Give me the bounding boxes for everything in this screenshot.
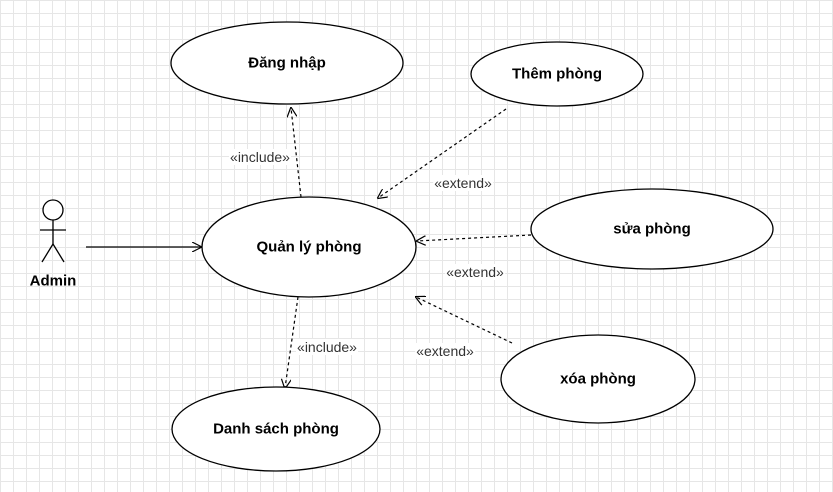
use-case-them-phong[interactable] [470,41,644,107]
extend-edge-sua [417,234,532,241]
actor-label: Admin [29,272,77,290]
use-case-xoa-phong[interactable] [500,334,696,424]
use-case-label-danh-sach-phong: Danh sách phòng [213,420,339,438]
extend-label-sua: «extend» [445,264,505,280]
extend-edge-xoa [416,297,513,344]
include-label-danh-sach: «include» [296,339,358,355]
use-case-quan-ly-phong[interactable] [201,196,417,298]
use-case-label-them-phong: Thêm phòng [512,65,602,83]
use-case-label-xoa-phong: xóa phòng [560,370,636,388]
actor-icon[interactable] [40,199,66,263]
use-case-sua-phong[interactable] [530,188,774,270]
use-case-label-sua-phong: sửa phòng [613,220,691,238]
extend-label-xoa: «extend» [415,343,475,359]
extend-label-them: «extend» [433,175,493,191]
use-case-dang-nhap[interactable] [170,21,404,105]
include-edge-dang-nhap [291,108,302,198]
use-case-danh-sach-phong[interactable] [171,386,381,472]
use-case-label-dang-nhap: Đăng nhập [248,54,326,72]
use-case-label-quan-ly-phong: Quản lý phòng [256,238,362,256]
extend-edge-them [378,108,507,198]
include-label-dang-nhap: «include» [229,149,291,165]
